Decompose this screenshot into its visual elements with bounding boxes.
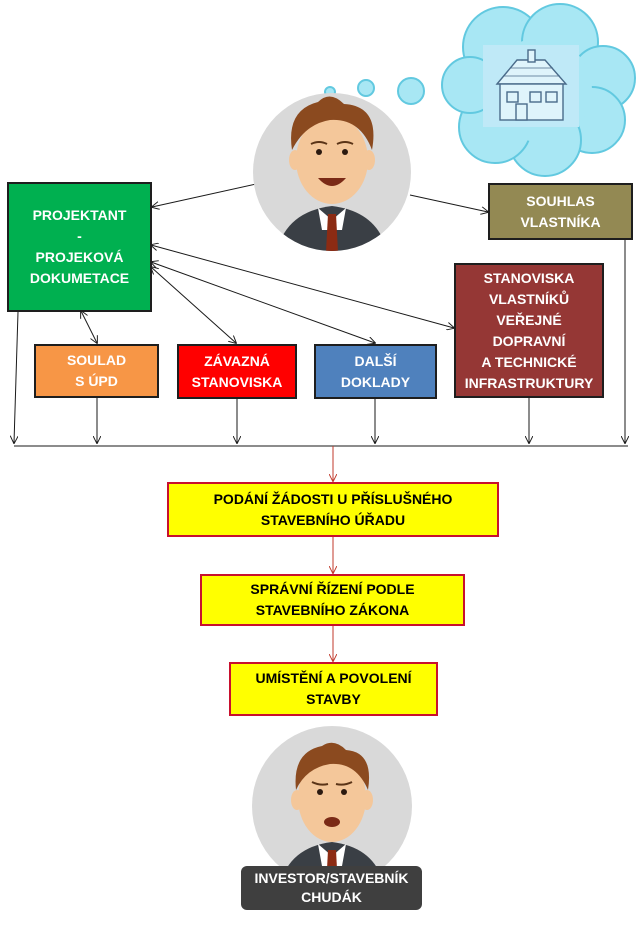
souhlas-vlastnika-box: SOUHLAS VLASTNÍKA — [488, 183, 633, 240]
process-step-1: PODÁNÍ ŽÁDOSTI U PŘÍSLUŠNÉHO STAVEBNÍHO … — [167, 482, 499, 537]
projektant-label: PROJEKTANT - PROJEKOVÁ DOKUMETACE — [29, 207, 130, 286]
investor-label: INVESTOR/STAVEBNÍK CHUDÁK — [241, 866, 422, 910]
soulad-upd-label: SOULAD S ÚPD — [66, 352, 127, 389]
arrow-man-projektant — [152, 183, 257, 207]
process-step-1-label: PODÁNÍ ŽÁDOSTI U PŘÍSLUŠNÉHO STAVEBNÍHO … — [213, 490, 453, 528]
stanoviska-vlastniku-label: STANOVISKA VLASTNÍKŮ VEŘEJNÉ DOPRAVNÍ A … — [464, 269, 594, 391]
arrow-man-souhlas — [409, 194, 488, 212]
process-step-2: SPRÁVNÍ ŘÍZENÍ PODLE STAVEBNÍHO ZÁKONA — [200, 574, 465, 626]
dalsi-doklady-label: DALŠÍ DOKLADY — [340, 352, 411, 390]
process-step-2-label: SPRÁVNÍ ŘÍZENÍ PODLE STAVEBNÍHO ZÁKONA — [250, 581, 415, 618]
stanoviska-vlastniku-box: STANOVISKA VLASTNÍKŮ VEŘEJNÉ DOPRAVNÍ A … — [454, 263, 604, 398]
arrow-projektant-stanoviska — [151, 245, 454, 328]
house-icon — [483, 45, 579, 127]
process-step-3: UMÍSTĚNÍ A POVOLENÍ STAVBY — [229, 662, 438, 716]
soulad-upd-box: SOULAD S ÚPD — [34, 344, 159, 398]
arrow-projektant-soulad — [81, 311, 97, 343]
souhlas-vlastnika-label: SOUHLAS VLASTNÍKA — [520, 192, 601, 230]
investor-label-text: INVESTOR/STAVEBNÍK CHUDÁK — [254, 870, 409, 905]
zavazna-stanoviska-label: ZÁVAZNÁ STANOVISKA — [191, 352, 283, 390]
drop-projektant — [14, 311, 19, 443]
projektant-box: PROJEKTANT - PROJEKOVÁ DOKUMETACE — [7, 182, 152, 312]
zavazna-stanoviska-box: ZÁVAZNÁ STANOVISKA — [177, 344, 297, 399]
process-step-3-label: UMÍSTĚNÍ A POVOLENÍ STAVBY — [255, 670, 412, 707]
dalsi-doklady-box: DALŠÍ DOKLADY — [314, 344, 437, 399]
